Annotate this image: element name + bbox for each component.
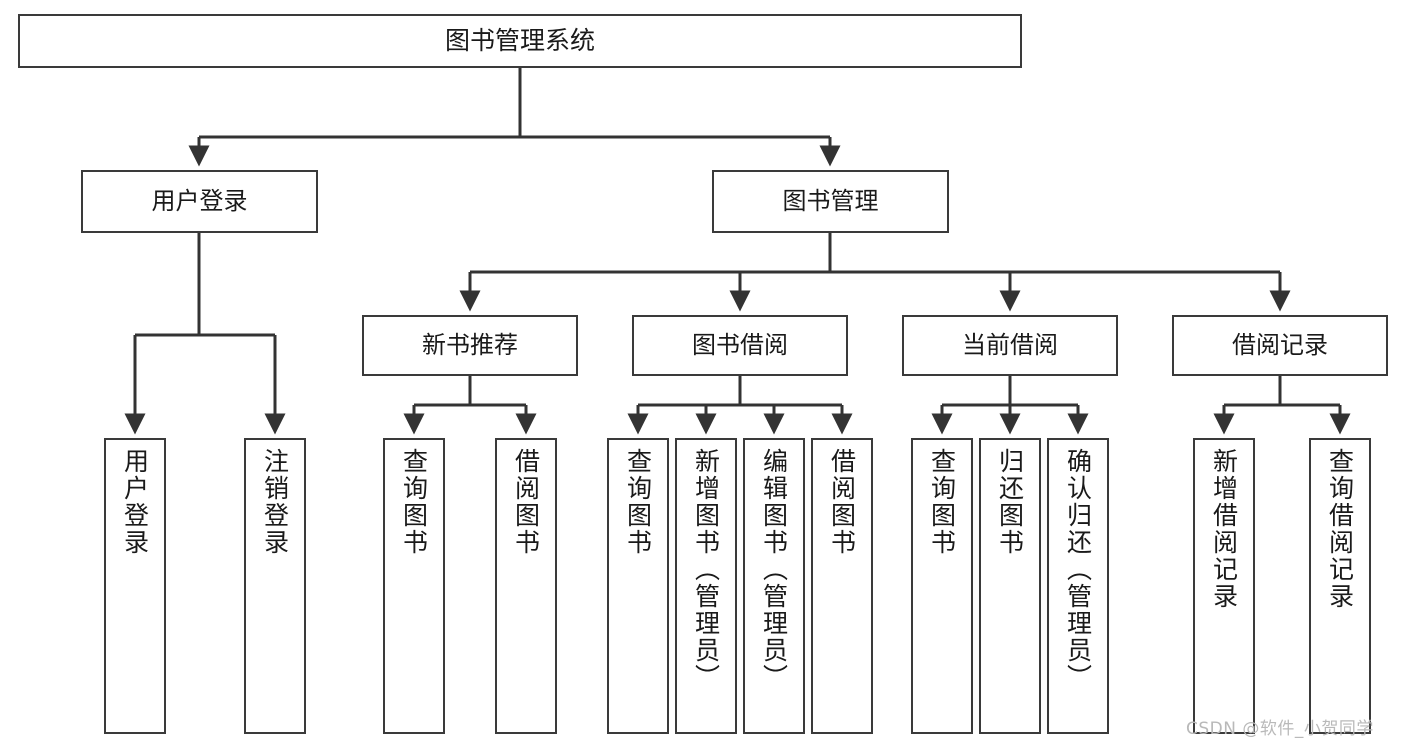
node-label: 注销登录 [260, 448, 290, 556]
node-label: 用户登录 [151, 187, 248, 216]
node-label: 查询借阅记录 [1325, 448, 1355, 610]
node-label: 图书管理 [782, 187, 879, 216]
node-label: 借阅图书 [827, 448, 857, 556]
node-label: 确认归还（管理员） [1063, 448, 1093, 691]
node-label: 查询图书 [399, 448, 429, 556]
node-leaf-return-book[interactable]: 归还图书 [979, 438, 1041, 734]
node-leaf-edit-book[interactable]: 编辑图书（管理员） [743, 438, 805, 734]
node-leaf-borrow-book-1[interactable]: 借阅图书 [495, 438, 557, 734]
node-user-login[interactable]: 用户登录 [81, 170, 318, 233]
node-leaf-confirm-return[interactable]: 确认归还（管理员） [1047, 438, 1109, 734]
node-label: 用户登录 [120, 448, 150, 556]
node-new-book-recommend[interactable]: 新书推荐 [362, 315, 578, 376]
node-leaf-query-book-2[interactable]: 查询图书 [607, 438, 669, 734]
node-book-borrow[interactable]: 图书借阅 [632, 315, 848, 376]
node-label: 查询图书 [623, 448, 653, 556]
node-book-management[interactable]: 图书管理 [712, 170, 949, 233]
node-label: 图书管理系统 [444, 26, 595, 55]
node-borrow-record[interactable]: 借阅记录 [1172, 315, 1388, 376]
node-leaf-query-book-3[interactable]: 查询图书 [911, 438, 973, 734]
node-leaf-query-book-1[interactable]: 查询图书 [383, 438, 445, 734]
node-label: 查询图书 [927, 448, 957, 556]
node-label: 新书推荐 [422, 331, 518, 360]
node-label: 当前借阅 [962, 331, 1058, 360]
node-leaf-add-book[interactable]: 新增图书（管理员） [675, 438, 737, 734]
node-leaf-add-record[interactable]: 新增借阅记录 [1193, 438, 1255, 734]
node-leaf-user-login[interactable]: 用户登录 [104, 438, 166, 734]
node-leaf-borrow-book-2[interactable]: 借阅图书 [811, 438, 873, 734]
node-label: 图书借阅 [692, 331, 788, 360]
node-label: 借阅图书 [511, 448, 541, 556]
node-label: 新增图书（管理员） [691, 448, 721, 691]
node-current-borrow[interactable]: 当前借阅 [902, 315, 1118, 376]
node-leaf-query-record[interactable]: 查询借阅记录 [1309, 438, 1371, 734]
node-root-book-management-system[interactable]: 图书管理系统 [18, 14, 1022, 68]
node-label: 编辑图书（管理员） [759, 448, 789, 691]
node-label: 新增借阅记录 [1209, 448, 1239, 610]
node-label: 归还图书 [995, 448, 1025, 556]
node-label: 借阅记录 [1232, 331, 1328, 360]
node-leaf-logout-login[interactable]: 注销登录 [244, 438, 306, 734]
